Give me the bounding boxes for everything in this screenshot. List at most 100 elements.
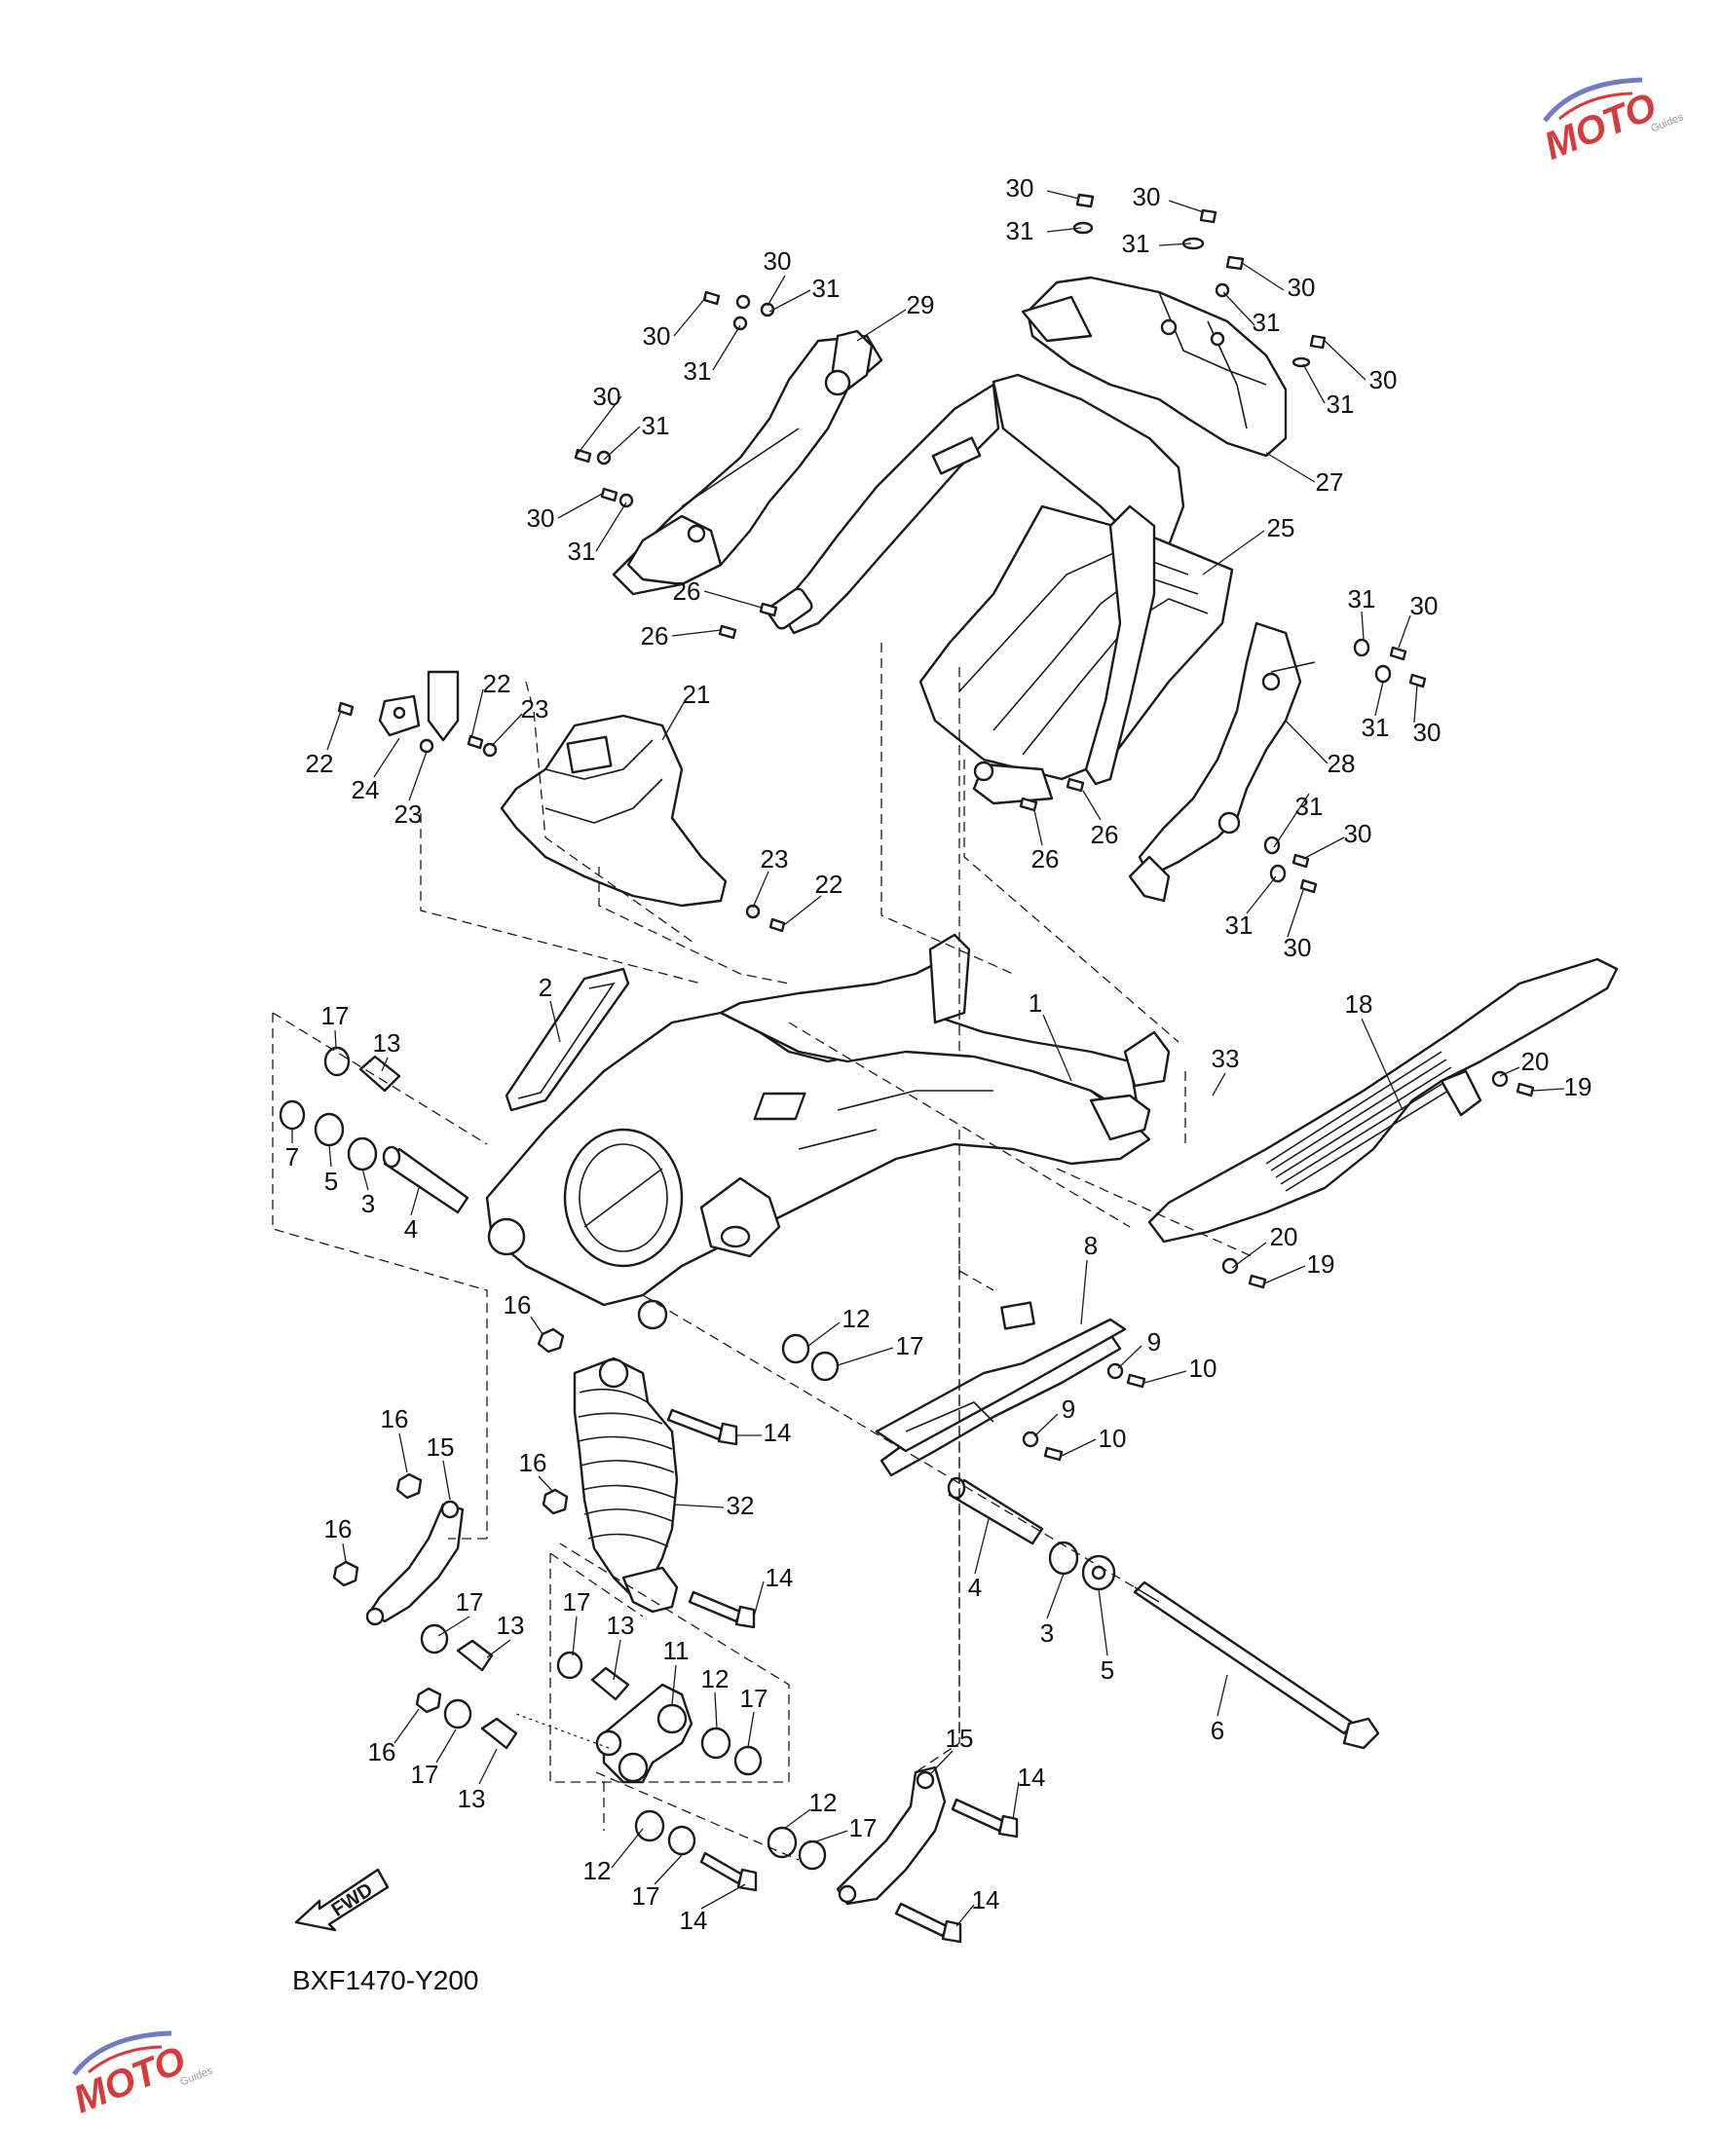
assembly-lines: [272, 643, 1253, 1861]
callout-31: 31: [1326, 390, 1355, 419]
callout-30: 30: [763, 246, 792, 276]
callout-17: 17: [455, 1587, 484, 1617]
callout-7: 7: [284, 1142, 300, 1171]
callout-31: 31: [1005, 216, 1034, 245]
side-bracket-29: [612, 329, 883, 596]
callout-32: 32: [726, 1491, 755, 1520]
callout-13: 13: [372, 1028, 401, 1058]
callout-30: 30: [1412, 718, 1441, 747]
callout-14: 14: [971, 1885, 1000, 1914]
callout-24: 24: [351, 775, 380, 804]
callout-22: 22: [814, 870, 843, 899]
callout-11: 11: [662, 1636, 690, 1665]
callout-31: 31: [641, 411, 670, 440]
callout-26: 26: [672, 576, 701, 606]
label-33: [753, 1092, 806, 1121]
callout-33: 33: [1211, 1044, 1240, 1073]
connecting-rod-15-right: [836, 1766, 947, 1906]
callout-17: 17: [562, 1587, 591, 1617]
callout-29: 29: [906, 290, 935, 319]
callout-14: 14: [1017, 1763, 1046, 1792]
callout-14: 14: [765, 1563, 794, 1592]
callout-1: 1: [1028, 988, 1043, 1018]
callout-17: 17: [895, 1331, 924, 1360]
callout-17: 17: [848, 1813, 878, 1842]
callout-28: 28: [1327, 749, 1356, 778]
callout-30: 30: [1343, 819, 1372, 848]
callout-16: 16: [323, 1514, 353, 1543]
callout-16: 16: [503, 1290, 532, 1320]
callout-20: 20: [1269, 1222, 1298, 1251]
callout-16: 16: [518, 1448, 547, 1477]
callout-4: 4: [967, 1573, 983, 1602]
callout-16: 16: [380, 1404, 409, 1433]
callout-13: 13: [457, 1784, 486, 1813]
callout-22: 22: [482, 669, 511, 698]
chain-guide-8: [875, 1301, 1127, 1477]
callout-31: 31: [811, 274, 841, 303]
chain-case-18: [1147, 957, 1619, 1244]
callout-17: 17: [320, 1001, 350, 1030]
callout-31: 31: [1121, 229, 1150, 258]
callout-27: 27: [1315, 467, 1344, 497]
callout-20: 20: [1520, 1047, 1550, 1076]
callout-30: 30: [1409, 591, 1439, 620]
callout-16: 16: [367, 1737, 396, 1766]
side-bracket-28: [1128, 621, 1316, 903]
callout-15: 15: [945, 1724, 974, 1753]
callout-30: 30: [1132, 182, 1161, 211]
callout-30: 30: [1287, 273, 1316, 302]
pivot-shaft-6: [1133, 1580, 1380, 1750]
callout-30: 30: [1283, 933, 1312, 962]
callout-12: 12: [808, 1788, 838, 1817]
callout-30: 30: [592, 382, 621, 411]
callout-30: 30: [642, 321, 671, 351]
rear-shock-32: [573, 1357, 679, 1614]
callout-31: 31: [1224, 911, 1254, 940]
callout-2: 2: [538, 973, 553, 1002]
rear-fender-27: [1021, 276, 1288, 458]
callout-6: 6: [1210, 1716, 1225, 1745]
callout-3: 3: [1039, 1618, 1055, 1648]
callout-18: 18: [1344, 989, 1373, 1019]
moto-guides-logo: MOTO Guides: [68, 2030, 215, 2121]
callout-5: 5: [323, 1167, 339, 1196]
callout-30: 30: [526, 503, 555, 533]
callout-9: 9: [1146, 1327, 1162, 1357]
callout-19: 19: [1306, 1249, 1335, 1279]
callout-9: 9: [1061, 1394, 1076, 1424]
plate-2: [505, 967, 630, 1112]
callout-30: 30: [1005, 173, 1034, 203]
callout-21: 21: [682, 680, 711, 709]
callout-23: 23: [520, 694, 549, 724]
diagram-code: BXF1470-Y200: [292, 1965, 479, 1995]
callout-12: 12: [700, 1664, 730, 1693]
connecting-rod-15-left: [365, 1500, 465, 1626]
small-parts: [279, 193, 1535, 1944]
relay-arm-11: [595, 1683, 693, 1784]
callout-8: 8: [1083, 1231, 1099, 1260]
moto-guides-logo: MOTO Guides: [1539, 77, 1686, 167]
callout-13: 13: [606, 1611, 635, 1640]
callout-12: 12: [842, 1304, 871, 1333]
callout-23: 23: [393, 799, 423, 829]
callout-26: 26: [1030, 844, 1060, 874]
mud-guard-21: [378, 670, 728, 908]
callout-19: 19: [1563, 1072, 1592, 1101]
callout-17: 17: [410, 1760, 439, 1789]
callout-22: 22: [305, 749, 334, 778]
callout-26: 26: [640, 621, 669, 651]
callout-14: 14: [763, 1418, 792, 1447]
callout-13: 13: [496, 1611, 525, 1640]
callout-14: 14: [679, 1906, 708, 1935]
callout-12: 12: [582, 1856, 612, 1885]
callout-17: 17: [631, 1881, 660, 1911]
callout-3: 3: [360, 1189, 376, 1218]
callout-30: 30: [1368, 365, 1398, 394]
rear-frame-25: [767, 373, 1234, 805]
swingarm-1: [485, 933, 1171, 1330]
callout-5: 5: [1100, 1655, 1115, 1685]
leader-lines: [291, 190, 1565, 1927]
callout-31: 31: [1252, 308, 1281, 337]
